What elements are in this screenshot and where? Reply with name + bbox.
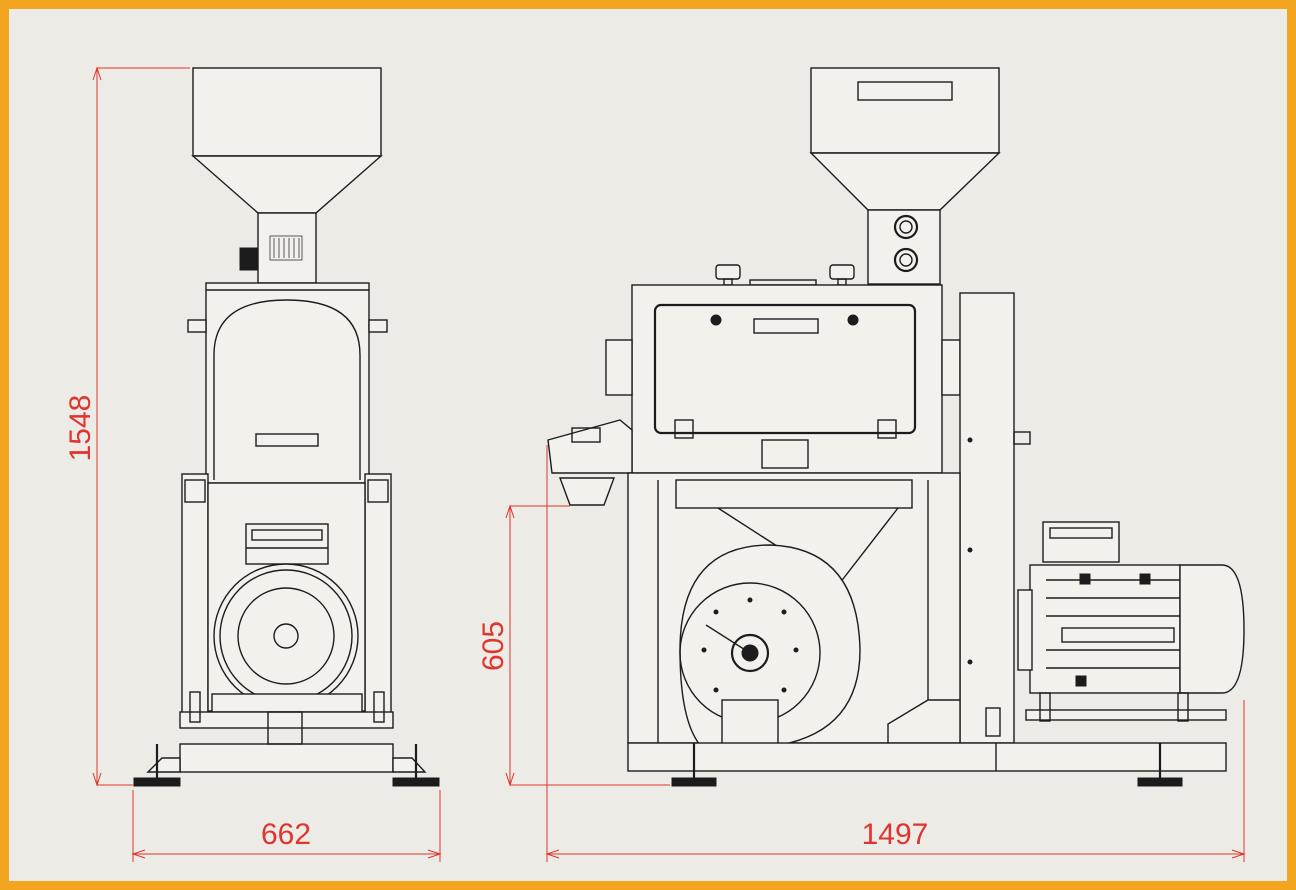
dimension-label-1548: 1548 (64, 395, 97, 462)
front-motor (211, 523, 363, 713)
front-base (133, 691, 440, 787)
dimension-label-662: 662 (261, 818, 311, 851)
dimension-height-605: 605 (477, 504, 670, 787)
dimension-width-1497: 1497 (545, 445, 1246, 862)
side-main-body (605, 284, 961, 474)
dimension-label-605: 605 (477, 621, 510, 671)
front-view (133, 67, 440, 787)
side-column (959, 292, 1031, 744)
side-knobs (715, 264, 855, 286)
dimension-label-1497: 1497 (862, 818, 929, 851)
dimension-width-662: 662 (131, 790, 442, 862)
side-fan (679, 544, 861, 746)
front-hopper (191, 67, 383, 284)
side-view (547, 67, 1245, 787)
side-chute (547, 419, 633, 506)
dimension-height-1548: 1548 (64, 66, 190, 787)
side-motor (1017, 521, 1245, 722)
side-hopper (809, 67, 1001, 285)
front-housing (187, 282, 388, 484)
side-base (627, 742, 1227, 787)
